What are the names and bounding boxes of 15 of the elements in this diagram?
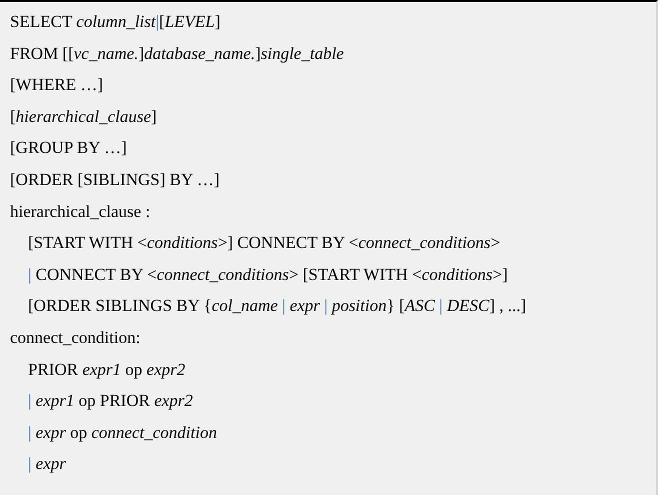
- syntax-line: [ORDER SIBLINGS BY {col_name | expr | position} [ASC | DESC] , ...]: [28, 296, 526, 316]
- syntax-line: [WHERE …]: [10, 75, 104, 96]
- syntax-line: [hierarchical_clause]: [10, 106, 157, 127]
- syntax-line: | CONNECT BY <connect_conditions> [START WITH <conditions>]: [28, 264, 508, 285]
- syntax-line: [ORDER [SIBLINGS] BY …]: [10, 170, 220, 190]
- syntax-line: [START WITH <conditions>] CONNECT BY <connect_conditions>: [28, 233, 500, 254]
- syntax-line: | expr1 op PRIOR expr2: [28, 391, 193, 412]
- syntax-line: | expr op connect_condition: [28, 422, 217, 443]
- syntax-line: connect_condition:: [10, 328, 140, 348]
- syntax-line: SELECT column_list|[LEVEL]: [10, 12, 220, 32]
- syntax-line: hierarchical_clause :: [10, 202, 150, 222]
- syntax-line: PRIOR expr1 op expr2: [28, 360, 186, 380]
- syntax-line: [GROUP BY …]: [10, 138, 127, 158]
- syntax-line: FROM [[vc_name.]database_name.]single_table: [10, 44, 344, 64]
- syntax-line: | expr: [28, 454, 66, 474]
